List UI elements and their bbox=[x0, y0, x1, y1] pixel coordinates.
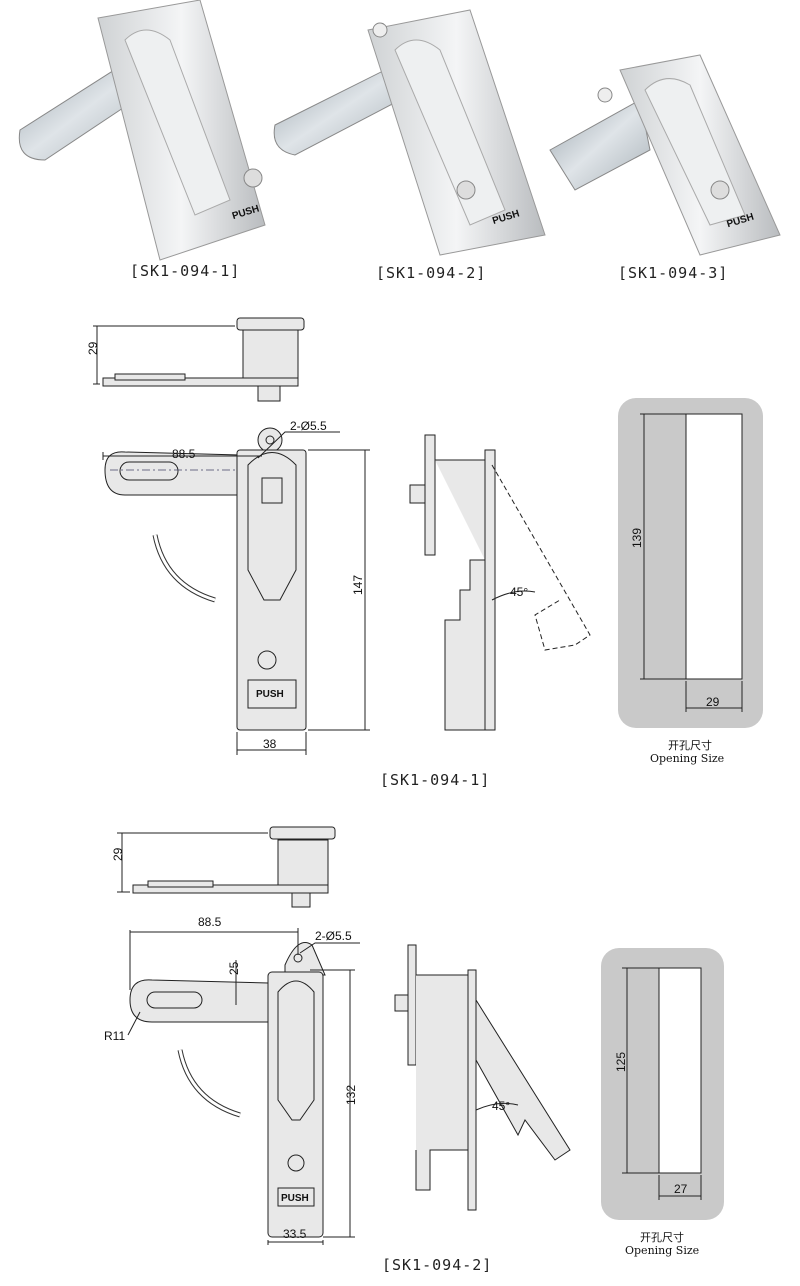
dim-arm-length: 88.5 bbox=[172, 447, 196, 461]
opening-height: 139 bbox=[630, 528, 644, 548]
dim-length: 147 bbox=[351, 575, 365, 595]
photo-caption: [SK1-094-2] bbox=[376, 264, 486, 282]
dim-width: 33.5 bbox=[283, 1227, 307, 1241]
drawing-caption: [SK1-094-1] bbox=[380, 771, 490, 789]
product-photo-sk1-094-2: PUSH bbox=[273, 9, 546, 256]
opening-label-en: Opening Size bbox=[650, 752, 724, 765]
product-photo-sk1-094-1: PUSH bbox=[18, 0, 266, 261]
dim-radius: R11 bbox=[104, 1029, 125, 1043]
opening-label-cn: 开孔尺寸 bbox=[640, 1230, 684, 1244]
drawing-caption: [SK1-094-2] bbox=[382, 1256, 492, 1274]
push-label: PUSH bbox=[256, 689, 284, 700]
push-label: PUSH bbox=[281, 1193, 309, 1204]
dim-hole: 2-Ø5.5 bbox=[315, 929, 352, 943]
opening-width: 29 bbox=[706, 695, 720, 709]
dim-angle: 45° bbox=[510, 585, 528, 599]
dim-offset: 25 bbox=[227, 961, 241, 975]
dim-width: 38 bbox=[263, 737, 277, 751]
drawing-sk1-094-1: 29 PUSH 88.5 2-Ø5.5 147 38 45° bbox=[86, 317, 763, 765]
photo-caption: [SK1-094-1] bbox=[130, 262, 240, 280]
drawing-sk1-094-2: 29 PUSH 88.5 2-Ø5.5 25 R11 132 33.5 45° bbox=[104, 826, 724, 1257]
dim-height-top: 29 bbox=[86, 341, 100, 355]
dim-angle: 45° bbox=[492, 1099, 510, 1113]
opening-height: 125 bbox=[614, 1052, 628, 1072]
opening-label-cn: 开孔尺寸 bbox=[668, 738, 712, 752]
dim-arm-length: 88.5 bbox=[198, 915, 222, 929]
opening-label-en: Opening Size bbox=[625, 1244, 699, 1257]
photo-caption: [SK1-094-3] bbox=[618, 264, 728, 282]
opening-width: 27 bbox=[674, 1182, 688, 1196]
dim-height-top: 29 bbox=[111, 847, 125, 861]
product-photo-sk1-094-3: PUSH bbox=[549, 54, 781, 256]
dim-length: 132 bbox=[344, 1085, 358, 1105]
dim-hole: 2-Ø5.5 bbox=[290, 419, 327, 433]
